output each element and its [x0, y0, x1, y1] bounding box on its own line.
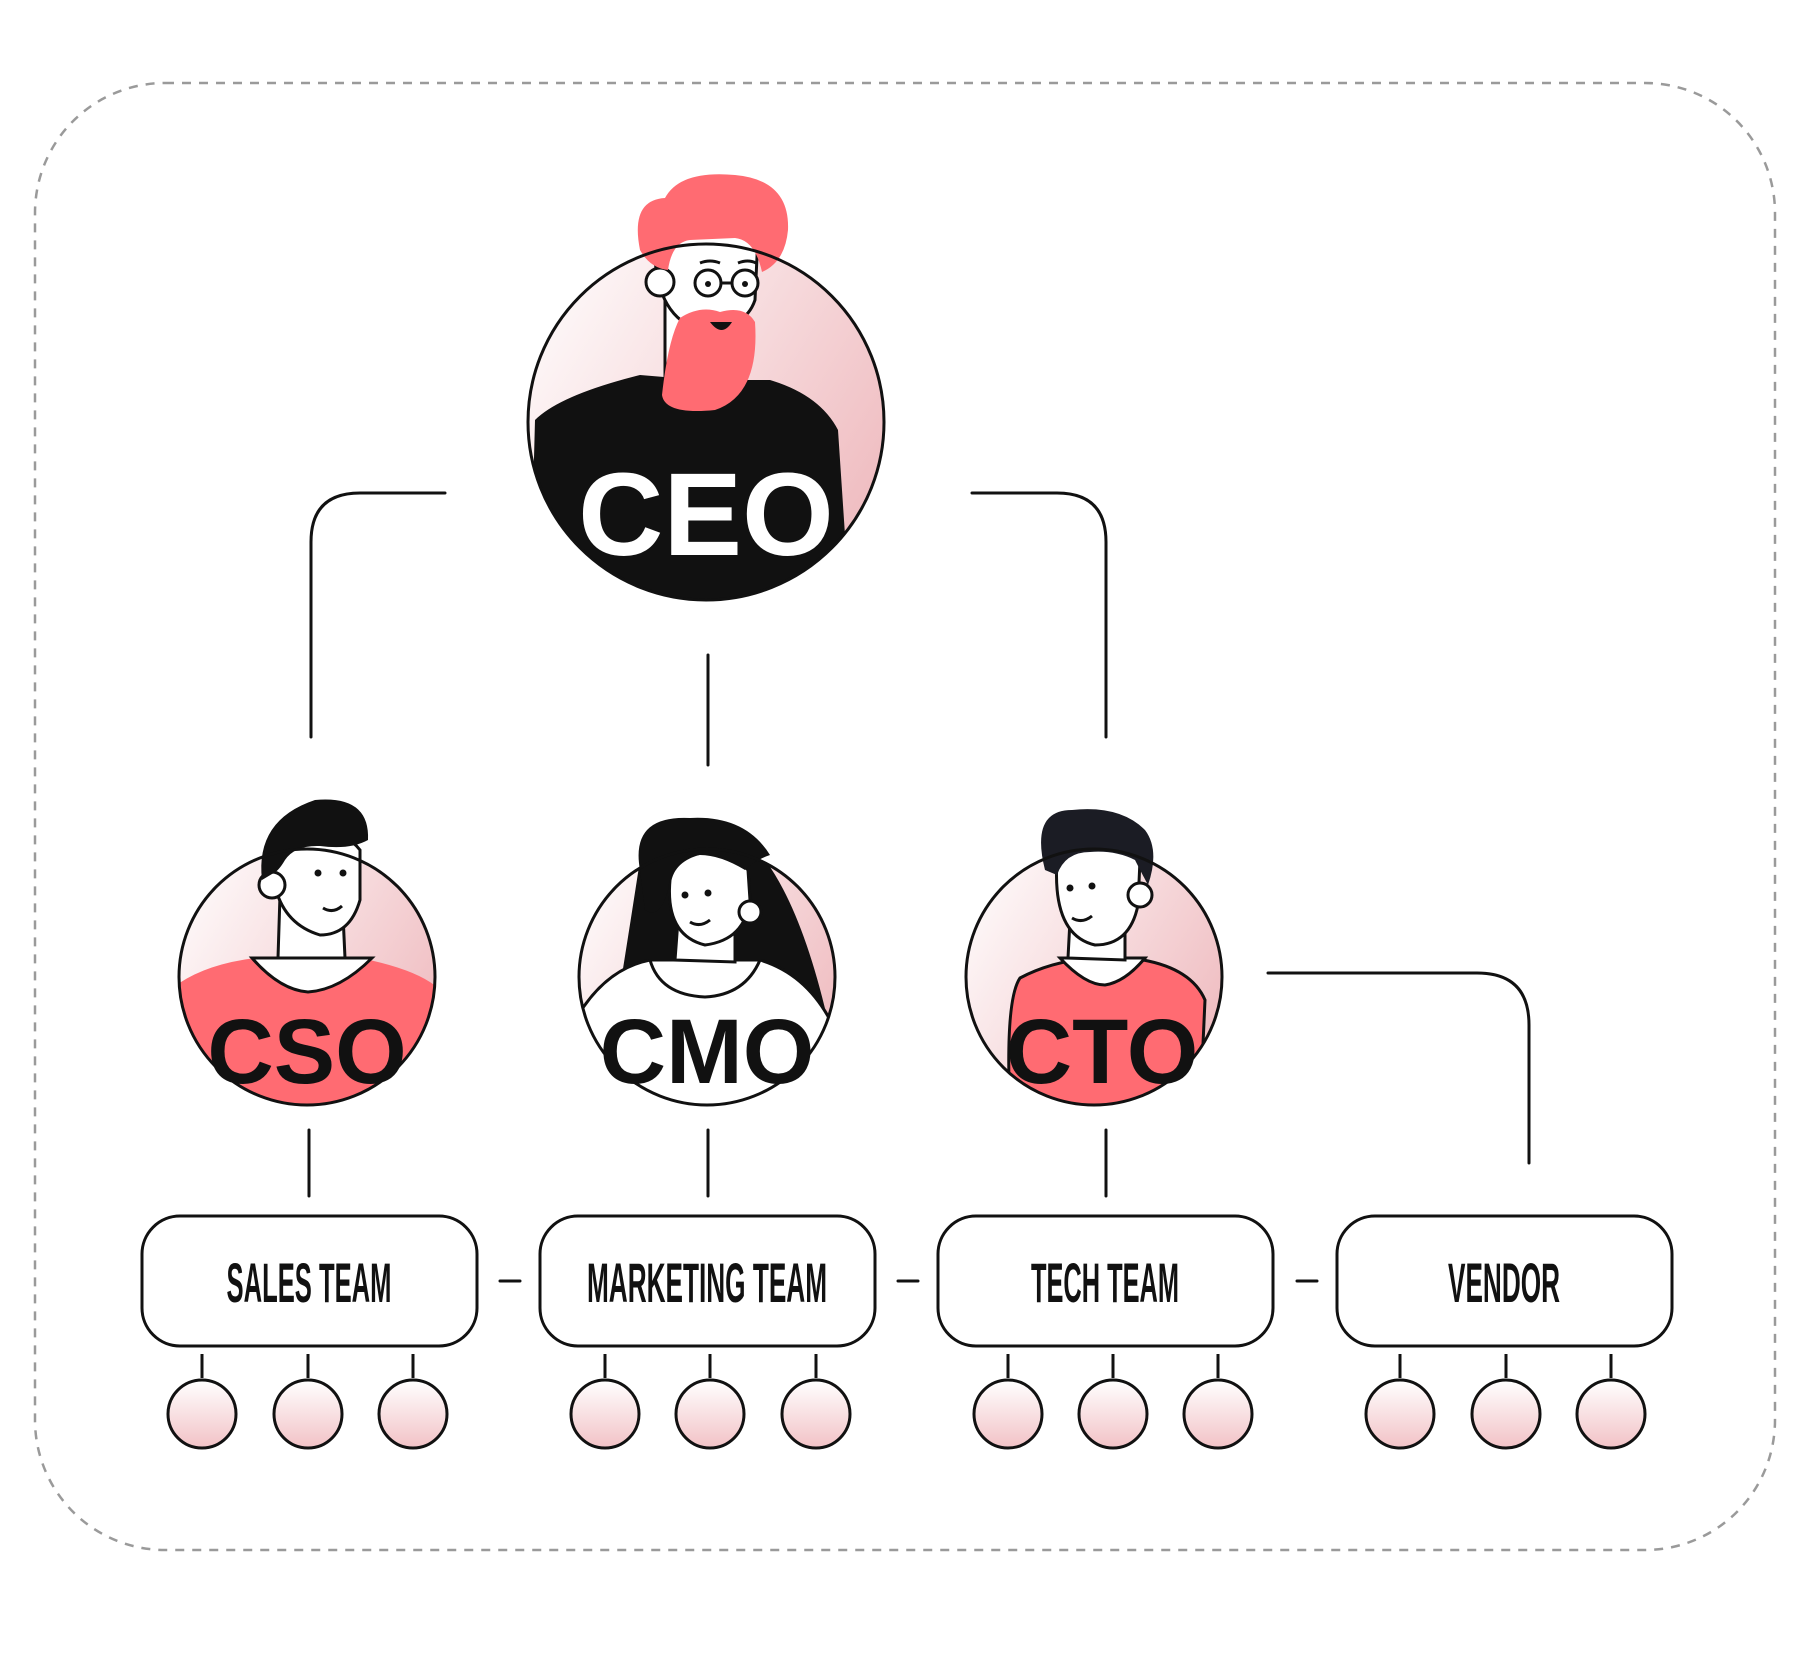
marketing-team-label: MARKETING TEAM — [587, 1251, 827, 1314]
member-node — [569, 1378, 641, 1450]
cso-avatar: CSO — [177, 799, 437, 1107]
cto-avatar: CTO — [964, 809, 1224, 1107]
tech-members — [972, 1354, 1254, 1450]
ceo-label: CEO — [578, 449, 834, 581]
member-node — [1575, 1378, 1647, 1450]
marketing-members — [569, 1354, 852, 1450]
team-box-sales: SALES TEAM — [140, 1214, 479, 1348]
vendor-label: VENDOR — [1448, 1251, 1560, 1314]
cmo-avatar: CMO — [577, 817, 837, 1107]
cso-label: CSO — [207, 1001, 406, 1103]
member-dots — [166, 1354, 1647, 1450]
member-node — [674, 1378, 746, 1450]
member-node — [1364, 1378, 1436, 1450]
member-node — [1470, 1378, 1542, 1450]
ceo-avatar: CEO — [526, 174, 886, 602]
cmo-label: CMO — [600, 1001, 815, 1103]
sales-team-label: SALES TEAM — [227, 1251, 392, 1314]
member-node — [1182, 1378, 1254, 1450]
team-box-vendor: VENDOR — [1335, 1214, 1674, 1348]
connectors — [307, 491, 1531, 1283]
sales-members — [166, 1354, 449, 1450]
vendor-members — [1364, 1354, 1647, 1450]
dashed-frame — [33, 81, 1777, 1552]
member-node — [1077, 1378, 1149, 1450]
team-box-tech: TECH TEAM — [936, 1214, 1275, 1348]
member-node — [166, 1378, 238, 1450]
member-node — [272, 1378, 344, 1450]
tech-team-label: TECH TEAM — [1031, 1251, 1179, 1314]
member-node — [377, 1378, 449, 1450]
team-box-marketing: MARKETING TEAM — [538, 1214, 877, 1348]
member-node — [972, 1378, 1044, 1450]
cto-label: CTO — [1006, 1001, 1199, 1103]
member-node — [780, 1378, 852, 1450]
